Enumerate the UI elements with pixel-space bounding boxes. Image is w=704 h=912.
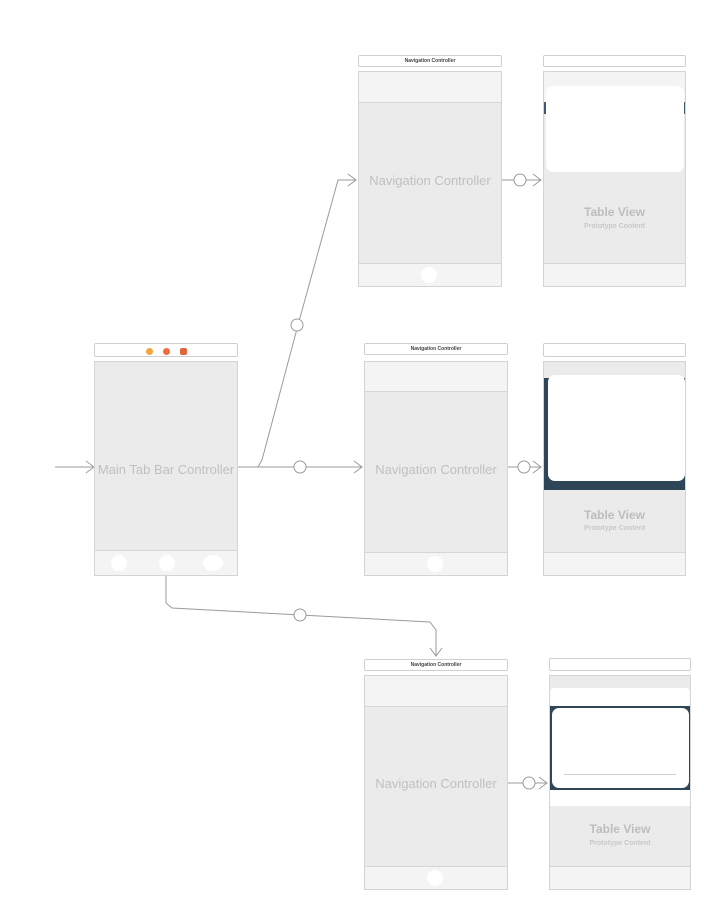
first-responder-icon[interactable] (163, 348, 170, 355)
nav3-scene[interactable]: Navigation Controller (364, 675, 508, 890)
tab-bar[interactable] (95, 550, 237, 575)
nav-bar (365, 362, 507, 392)
segue-icon[interactable] (290, 318, 304, 332)
nav3-dock[interactable]: Navigation Controller (364, 659, 508, 671)
nav1-scene[interactable]: Navigation Controller (358, 71, 502, 287)
table3-subtitle: Prototype Content (589, 840, 651, 847)
dark-band (544, 102, 547, 114)
segue-icon[interactable] (513, 173, 527, 187)
tab-bar (365, 866, 507, 889)
tab-item[interactable] (159, 555, 175, 571)
table2-dock[interactable] (543, 343, 686, 357)
main-dock[interactable] (94, 343, 238, 357)
table3-dock[interactable] (549, 658, 691, 671)
nav2-dock[interactable]: Navigation Controller (364, 343, 508, 355)
header-card (552, 708, 689, 788)
table2-subtitle: Prototype Content (583, 525, 646, 532)
tab-item[interactable] (111, 555, 127, 571)
segue-icon[interactable] (293, 460, 307, 474)
header-card (548, 375, 685, 481)
tab-bar (365, 552, 507, 575)
view-controller-icon[interactable] (146, 348, 153, 355)
main-tab-bar-scene[interactable]: Main Tab Bar Controller (94, 361, 238, 576)
table1-scene[interactable]: Table View Prototype Content (543, 71, 686, 287)
tab-bar (544, 263, 685, 286)
table3-title: Table View (589, 822, 651, 836)
exit-icon[interactable] (180, 348, 187, 355)
nav-bar (359, 72, 501, 103)
table3-scene[interactable]: Table View Prototype Content (549, 675, 691, 890)
table-cell[interactable] (550, 790, 690, 806)
tab-item[interactable] (427, 870, 443, 886)
tab-bar (359, 263, 501, 286)
segue-icon[interactable] (522, 776, 536, 790)
tab-item[interactable] (421, 267, 437, 283)
tab-item[interactable] (203, 555, 223, 571)
table1-dock[interactable] (543, 55, 686, 67)
table1-subtitle: Prototype Content (583, 223, 646, 230)
nav2-title: Navigation Controller (375, 462, 497, 477)
table2-scene[interactable]: Table View Prototype Content (543, 361, 686, 576)
nav1-dock[interactable]: Navigation Controller (358, 55, 502, 67)
header-card (546, 86, 684, 172)
segue-icon[interactable] (293, 608, 307, 622)
nav-bar (365, 676, 507, 707)
separator (564, 774, 676, 775)
main-title: Main Tab Bar Controller (97, 462, 235, 477)
tab-item[interactable] (427, 556, 443, 572)
nav2-scene[interactable]: Navigation Controller (364, 361, 508, 576)
table1-title: Table View (584, 205, 645, 219)
nav1-title: Navigation Controller (369, 173, 491, 188)
header-strip (550, 688, 690, 706)
tab-bar (550, 866, 690, 889)
table2-title: Table View (584, 508, 645, 522)
tab-bar (544, 552, 685, 575)
nav3-title: Navigation Controller (375, 776, 497, 791)
segue-icon[interactable] (517, 460, 531, 474)
